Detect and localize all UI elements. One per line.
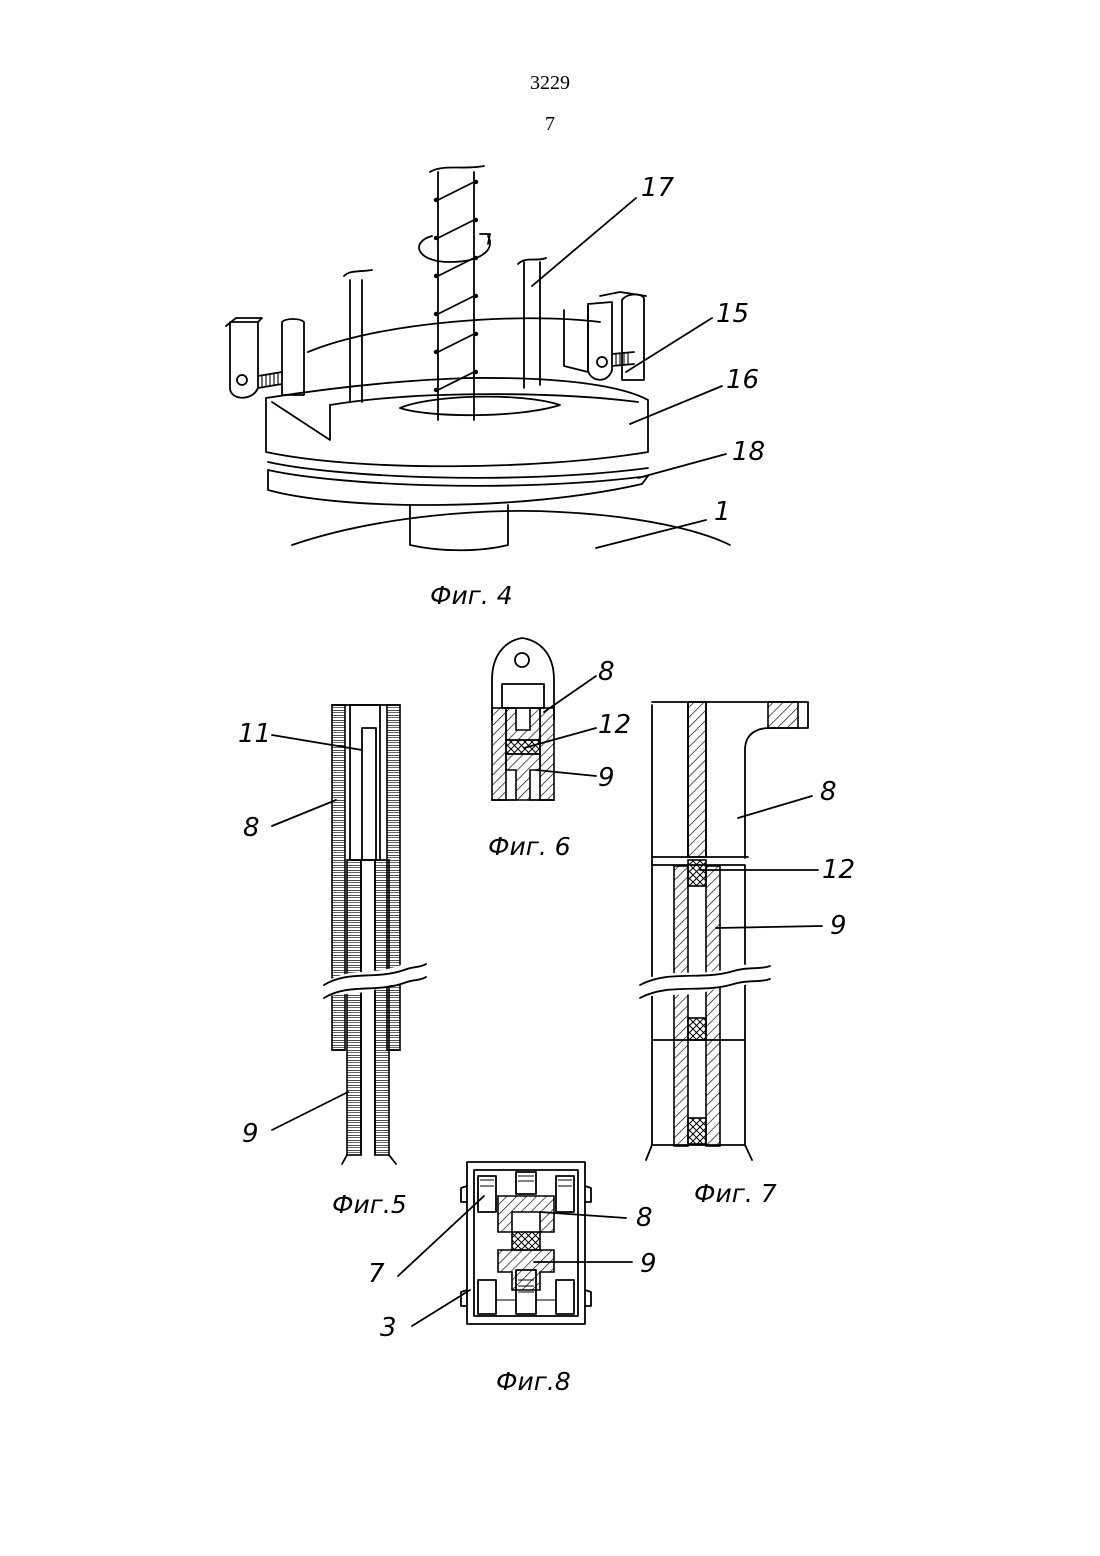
figure-6: 8 12 9 Фиг. 6: [488, 638, 631, 861]
fig8-label-7: 7: [368, 1259, 385, 1289]
fig6-label-8: 8: [598, 657, 615, 687]
fig7-label-12: 12: [822, 855, 855, 885]
figure-8: 8 9 7 3 Фиг.8: [368, 1162, 657, 1396]
fig8-caption: Фиг.8: [496, 1367, 571, 1396]
fig4-caption: Фиг. 4: [430, 581, 513, 610]
fig8-label-3: 3: [380, 1313, 397, 1343]
fig6-label-12: 12: [598, 710, 631, 740]
fig7-caption: Фиг. 7: [694, 1179, 777, 1208]
fig4-label-17: 17: [641, 173, 675, 203]
fig6-label-9: 9: [598, 763, 615, 793]
fig5-label-11: 11: [238, 719, 271, 749]
fig7-label-9: 9: [830, 911, 847, 941]
fig6-caption: Фиг. 6: [488, 832, 571, 861]
figure-7: 8 12 9 Фиг. 7: [640, 702, 855, 1208]
fig8-label-8: 8: [636, 1203, 653, 1233]
fig4-label-15: 15: [716, 299, 749, 329]
fig5-caption: Фиг.5: [332, 1190, 407, 1219]
fig4-label-18: 18: [732, 437, 765, 467]
fig8-label-9: 9: [640, 1249, 657, 1279]
fig4-label-16: 16: [726, 365, 759, 395]
fig7-label-8: 8: [820, 777, 837, 807]
figure-4: 17 15 16 18 1 Фиг. 4: [226, 166, 765, 610]
fig5-label-9: 9: [242, 1119, 259, 1149]
fig5-label-8: 8: [243, 813, 260, 843]
figure-5: 11 8 9 Фиг.5: [238, 705, 426, 1219]
fig4-label-1: 1: [714, 497, 731, 527]
